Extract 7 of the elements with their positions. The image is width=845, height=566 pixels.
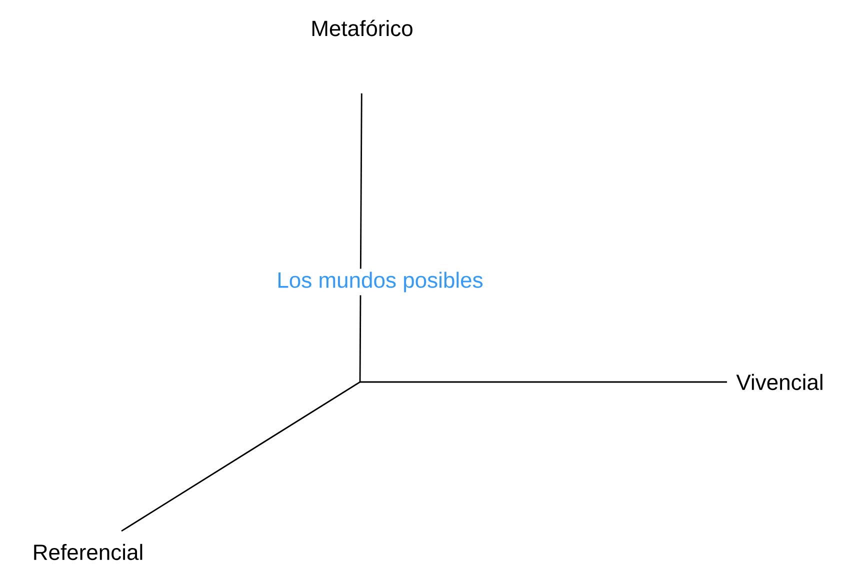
axis-label: Metafórico <box>312 20 412 36</box>
axis-label: Vivencial <box>736 374 822 390</box>
axis-line <box>121 381 360 532</box>
axis-label: Referencial <box>34 544 142 560</box>
center-label: Los mundos posibles <box>274 268 486 296</box>
axis-line <box>359 93 362 382</box>
axis-line <box>360 381 727 383</box>
